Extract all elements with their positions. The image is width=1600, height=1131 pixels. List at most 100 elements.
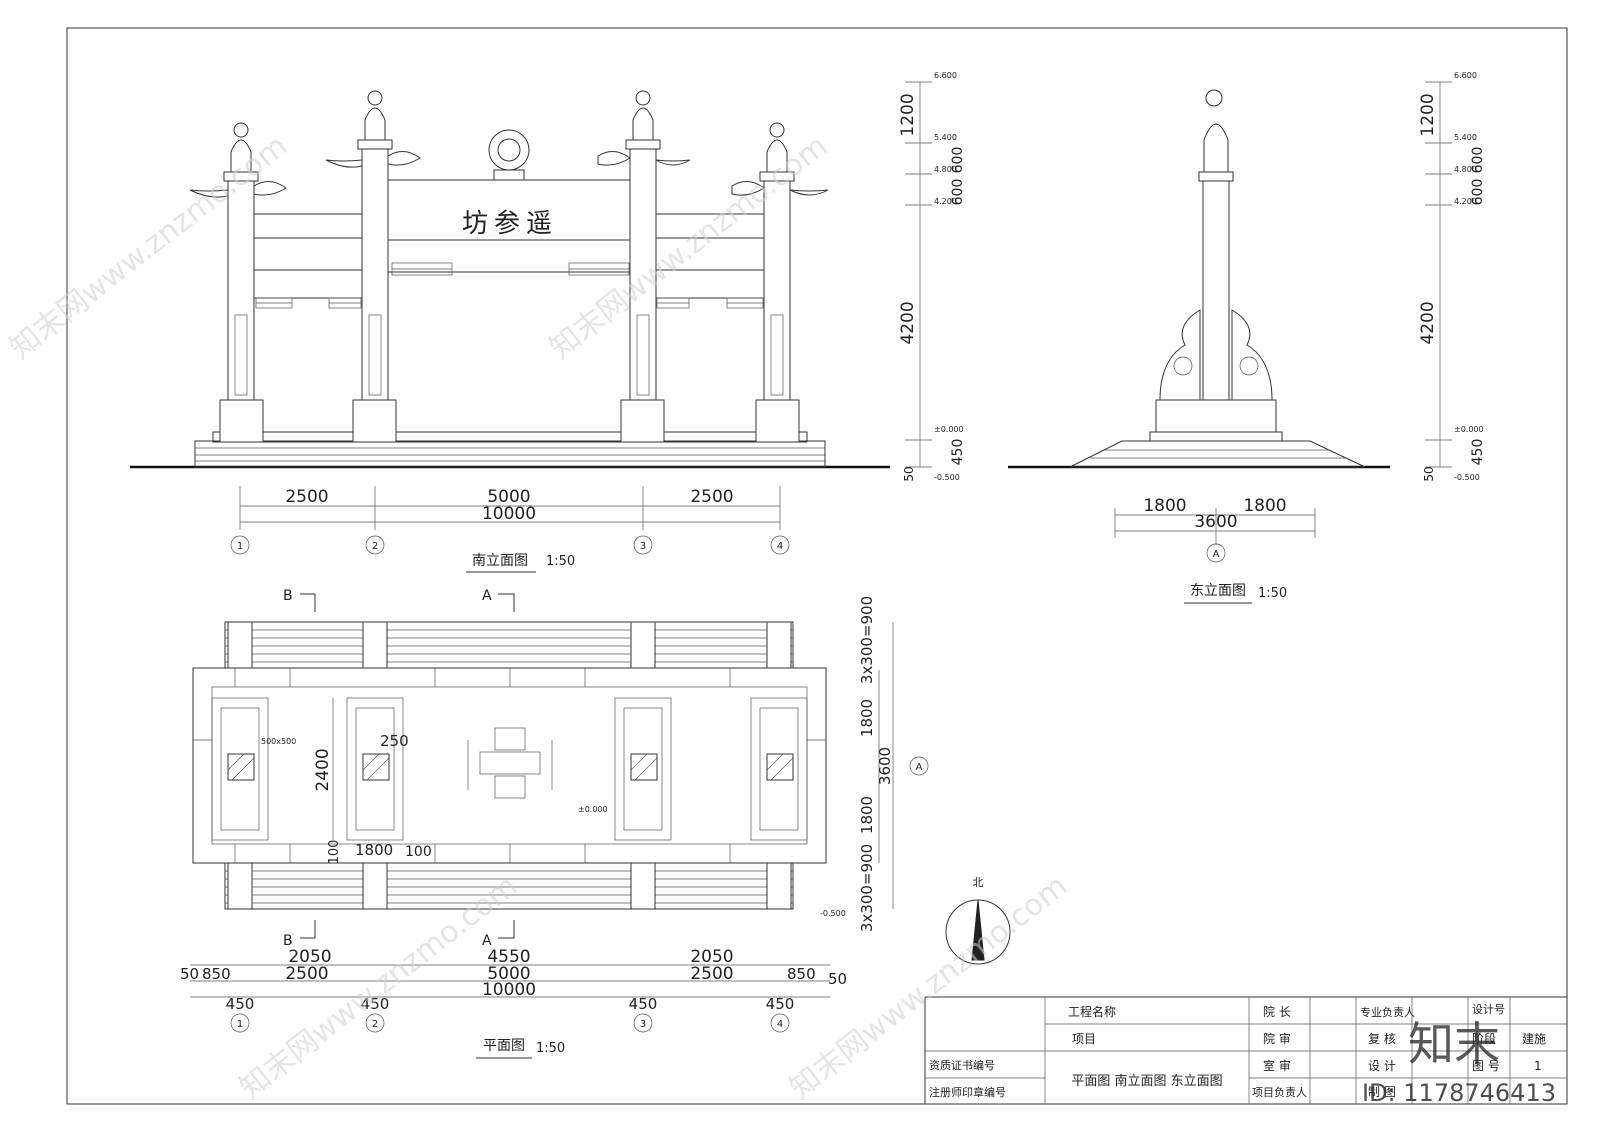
dim-250: 250 bbox=[380, 732, 409, 750]
tb-project-name: 工程名称 bbox=[1068, 1004, 1116, 1019]
pdim-r1-3: 2050 bbox=[690, 947, 733, 967]
dim-2400: 2400 bbox=[313, 748, 333, 791]
tb-content: 平面图 南立面图 东立面图 bbox=[1071, 1073, 1222, 1089]
paxis-2: 2 bbox=[372, 1019, 378, 1030]
side-dim-top: 3x300=900 bbox=[858, 596, 876, 684]
axis-A: A bbox=[1213, 549, 1220, 560]
dim-500x500: 500x500 bbox=[261, 737, 296, 746]
dim-south-3: 2500 bbox=[690, 487, 733, 507]
pdim-r2-850b: 850 bbox=[787, 965, 816, 983]
side-axis-A: A bbox=[916, 762, 923, 773]
lvl-m500: -0.500 bbox=[934, 473, 960, 482]
eh-1200: 1200 bbox=[1418, 93, 1438, 136]
elvl-4200: 4.200 bbox=[1454, 197, 1477, 206]
dim-east-total: 3600 bbox=[1194, 512, 1237, 532]
pdim-post-1: 450 bbox=[226, 995, 255, 1013]
lvl-6600: 6.600 bbox=[934, 71, 957, 80]
dim-south-1: 2500 bbox=[285, 487, 328, 507]
pdim-r1-2: 4550 bbox=[487, 947, 530, 967]
tb-design-no: 设计号 bbox=[1472, 1003, 1505, 1016]
plan-level-outer: -0.500 bbox=[820, 909, 846, 918]
pdim-r2-50a: 50 bbox=[180, 965, 199, 983]
tb-drawing: 制 图 bbox=[1368, 1085, 1396, 1099]
pdim-post-2: 450 bbox=[361, 995, 390, 1013]
section-A-bottom: A bbox=[482, 933, 492, 949]
elvl-5400: 5.400 bbox=[1454, 133, 1477, 142]
tb-dean-review: 院 审 bbox=[1263, 1031, 1291, 1046]
plan-scale: 1:50 bbox=[536, 1041, 565, 1056]
title-block: 工程名称 项目 资质证书编号 注册师印章编号 平面图 南立面图 东立面图 院 长… bbox=[924, 996, 1568, 1105]
eh-4200: 4200 bbox=[1418, 301, 1438, 344]
east-elevation-title: 东立面图 bbox=[1190, 583, 1246, 599]
south-elevation-scale: 1:50 bbox=[546, 554, 575, 569]
elvl-m500: -0.500 bbox=[1454, 473, 1480, 482]
tb-drawing-no: 1 bbox=[1534, 1059, 1542, 1073]
east-elevation: 1800 1800 3600 A 东立面图 1:50 1200 600 600 … bbox=[1008, 71, 1486, 604]
pdim-r2-5000: 5000 bbox=[487, 964, 530, 984]
elvl-0: ±0.000 bbox=[1454, 425, 1484, 434]
pdim-total: 10000 bbox=[482, 980, 536, 1000]
paxis-4: 4 bbox=[777, 1019, 783, 1030]
sheet-border bbox=[66, 27, 1568, 1105]
dim-100-left: 100 bbox=[327, 840, 342, 865]
h-50: 50 bbox=[902, 466, 916, 481]
axis-3: 3 bbox=[640, 541, 646, 552]
h-600a: 600 bbox=[950, 147, 966, 174]
section-B-top: B bbox=[283, 588, 293, 604]
paxis-3: 3 bbox=[640, 1019, 646, 1030]
lvl-4200: 4.200 bbox=[934, 197, 957, 206]
east-elevation-scale: 1:50 bbox=[1258, 586, 1287, 601]
tb-design: 设 计 bbox=[1368, 1059, 1396, 1073]
tb-discipline-leader: 专业负责人 bbox=[1360, 1005, 1415, 1019]
pdim-r2-850a: 850 bbox=[202, 965, 231, 983]
pdim-r2-2500a: 2500 bbox=[285, 964, 328, 984]
pdim-post-3: 450 bbox=[629, 995, 658, 1013]
side-dim-3600: 3600 bbox=[876, 747, 894, 785]
eh-600a: 600 bbox=[1470, 147, 1486, 174]
north-label: 北 bbox=[973, 876, 984, 889]
tb-office-review: 室 审 bbox=[1263, 1058, 1291, 1073]
plan-level-inner: ±0.000 bbox=[578, 805, 608, 814]
plan-view: ±0.000 -0.500 B A B A 2400 250 1800 100 … bbox=[180, 588, 1011, 1059]
dim-1800-inner: 1800 bbox=[355, 841, 393, 859]
south-elevation-title: 南立面图 bbox=[472, 553, 528, 569]
plan-title: 平面图 bbox=[483, 1038, 525, 1054]
south-elevation: 坊参遥 2500 5000 2500 10000 1 2 3 4 南立面图 1:… bbox=[130, 71, 966, 573]
tb-drawing-no-label: 图 号 bbox=[1472, 1059, 1500, 1073]
tb-project-leader: 项目负责人 bbox=[1252, 1085, 1307, 1099]
tb-qualification: 资质证书编号 bbox=[929, 1058, 995, 1072]
lvl-0: ±0.000 bbox=[934, 425, 964, 434]
tb-project: 项目 bbox=[1072, 1032, 1096, 1046]
eh-600b: 600 bbox=[1470, 179, 1486, 206]
h-1200: 1200 bbox=[898, 93, 918, 136]
elvl-6600: 6.600 bbox=[1454, 71, 1477, 80]
pdim-r2-2500b: 2500 bbox=[690, 964, 733, 984]
dim-east-1: 1800 bbox=[1143, 496, 1186, 516]
side-dim-bottom: 3x300=900 bbox=[858, 844, 876, 932]
h-4200: 4200 bbox=[898, 301, 918, 344]
axis-1: 1 bbox=[237, 541, 243, 552]
tb-stage: 阶段 bbox=[1472, 1031, 1496, 1046]
lvl-4800: 4.800 bbox=[934, 165, 957, 174]
axis-2: 2 bbox=[372, 541, 378, 552]
elvl-4800: 4.800 bbox=[1454, 165, 1477, 174]
axis-4: 4 bbox=[777, 541, 783, 552]
section-A-top: A bbox=[482, 588, 492, 604]
h-450: 450 bbox=[950, 439, 966, 466]
pdim-post-4: 450 bbox=[766, 995, 795, 1013]
h-600b: 600 bbox=[950, 179, 966, 206]
side-dim-1800a: 1800 bbox=[858, 699, 876, 737]
signboard-text: 坊参遥 bbox=[462, 209, 558, 239]
tb-check: 复 核 bbox=[1368, 1032, 1396, 1046]
paxis-1: 1 bbox=[237, 1019, 243, 1030]
eh-50: 50 bbox=[1422, 466, 1436, 481]
tb-stage-value: 建施 bbox=[1522, 1032, 1546, 1046]
dim-east-2: 1800 bbox=[1243, 496, 1286, 516]
dim-100-right: 100 bbox=[405, 844, 432, 860]
pdim-r1-1: 2050 bbox=[288, 947, 331, 967]
dim-south-total: 10000 bbox=[482, 504, 536, 524]
eh-450: 450 bbox=[1470, 439, 1486, 466]
tb-seal: 注册师印章编号 bbox=[929, 1085, 1006, 1099]
pdim-r2-50b: 50 bbox=[828, 970, 847, 988]
tb-president: 院 长 bbox=[1263, 1005, 1291, 1019]
